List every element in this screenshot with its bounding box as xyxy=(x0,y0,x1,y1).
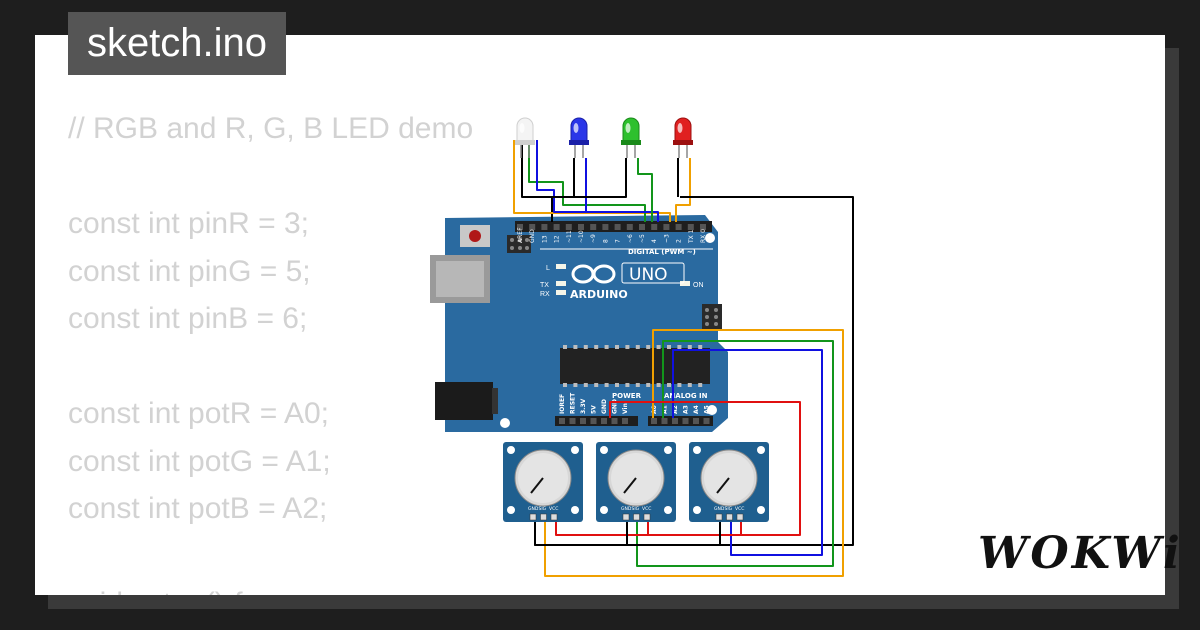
digital-pin-label: ~5 xyxy=(639,234,646,243)
code-line: // RGB and R, G, B LED demo xyxy=(68,112,474,145)
led-tx-label: TX xyxy=(540,282,549,289)
circuit-diagram: AREF GND 13 12 ~11 ~10 ~9 8 7 ~6 ~5 4 ~3 2 TX 1 RX 0 DI… xyxy=(430,117,854,577)
power-pin-label: Vin xyxy=(622,403,629,414)
digital-pin-label: AREF xyxy=(517,227,524,243)
led-rx-label: RX xyxy=(540,291,550,298)
led-blue[interactable] xyxy=(569,117,589,158)
power-pin-label: 3.3V xyxy=(580,398,587,414)
digital-header xyxy=(515,221,712,232)
code-line: const int potG = A1; xyxy=(68,444,331,478)
code-line: const int potR = A0; xyxy=(68,397,329,430)
digital-pin-label: ~9 xyxy=(590,234,597,243)
brand-label: ARDUINO xyxy=(570,288,628,301)
digital-label: DIGITAL (PWM ~) xyxy=(628,248,696,256)
digital-pin-label: ~3 xyxy=(663,234,670,243)
digital-pin-label: 7 xyxy=(615,239,622,243)
led-on-label: ON xyxy=(693,282,704,289)
pot-pin-label: SIG xyxy=(632,506,640,512)
model-label: UNO xyxy=(629,265,668,285)
code-line: const int pinG = 5; xyxy=(68,254,311,288)
led-tx-indicator xyxy=(556,281,566,286)
led-red[interactable] xyxy=(673,117,693,158)
digital-pin-label: TX 1 xyxy=(688,229,695,244)
knob-indicator xyxy=(530,477,544,494)
arduino-uno-board: AREF GND 13 12 ~11 ~10 ~9 8 7 ~6 ~5 4 ~3 2 TX 1 RX 0 DI… xyxy=(430,215,728,432)
pot-pin-label: SIG xyxy=(539,506,547,512)
card-shadow-right xyxy=(1165,48,1179,609)
digital-pin-label: GND xyxy=(529,229,536,243)
analog-label: ANALOG IN xyxy=(664,392,708,400)
power-pin-label: GND xyxy=(601,399,608,414)
code-line: const int potB = A2; xyxy=(68,492,328,525)
analog-pin-label: A5 xyxy=(704,405,711,414)
digital-pin-label: 13 xyxy=(541,235,548,243)
analog-pin-label: A4 xyxy=(693,405,700,414)
analog-pin-label: A0 xyxy=(651,405,658,414)
analog-header xyxy=(648,416,713,426)
filename-tab[interactable]: sketch.ino xyxy=(68,12,286,75)
led-on-indicator xyxy=(680,281,690,286)
digital-pin-label: ~11 xyxy=(566,230,573,243)
power-pin-label: 5V xyxy=(591,405,598,414)
preview-card: // RGB and R, G, B LED demo const int pin… xyxy=(35,35,1165,595)
digital-pin-label: ~6 xyxy=(627,234,634,243)
pot-pin-label: VCC xyxy=(549,506,558,512)
knob-indicator xyxy=(716,477,730,494)
wokwi-logo: WOKWi xyxy=(978,528,1183,579)
pot-pin-label: GND xyxy=(714,506,725,512)
led-rx-indicator xyxy=(556,290,566,295)
microcontroller-chip xyxy=(560,348,710,384)
arduino-logo-icon xyxy=(571,264,616,284)
pot-pin-label: GND xyxy=(621,506,632,512)
card-shadow-bottom xyxy=(48,595,1178,609)
code-line: void setup() { xyxy=(68,580,473,595)
led-rgb[interactable] xyxy=(515,117,535,158)
digital-pin-label: RX 0 xyxy=(700,229,707,243)
led-l-label: L xyxy=(546,265,550,272)
power-jack xyxy=(435,382,493,420)
digital-pin-label: ~10 xyxy=(578,230,585,243)
analog-pin-label: A3 xyxy=(683,405,690,414)
pot-pin-label: SIG xyxy=(725,506,733,512)
digital-pin-label: 12 xyxy=(554,235,561,243)
power-pin-label: GND xyxy=(612,399,619,414)
digital-pin-label: 8 xyxy=(602,239,609,243)
code-line: const int pinR = 3; xyxy=(68,207,309,240)
power-label: POWER xyxy=(612,392,642,400)
power-pin-label: IOREF xyxy=(559,394,566,414)
wires xyxy=(513,140,854,577)
pot-pin-label: VCC xyxy=(642,506,651,512)
led-green[interactable] xyxy=(621,117,641,158)
knob-indicator xyxy=(623,477,637,494)
digital-pin-label: 2 xyxy=(676,239,683,243)
code-preview: // RGB and R, G, B LED demo const int pin… xyxy=(68,105,473,595)
power-pin-label: RESET xyxy=(570,392,577,414)
analog-pin-label: A2 xyxy=(672,405,679,414)
pot-pin-label: GND xyxy=(528,506,539,512)
pot-pin-label: VCC xyxy=(735,506,744,512)
led-l-indicator xyxy=(556,264,566,269)
analog-pin-label: A1 xyxy=(662,405,669,414)
digital-pin-label: 4 xyxy=(651,239,658,243)
code-line: const int pinB = 6; xyxy=(68,302,308,335)
leds xyxy=(515,117,693,158)
